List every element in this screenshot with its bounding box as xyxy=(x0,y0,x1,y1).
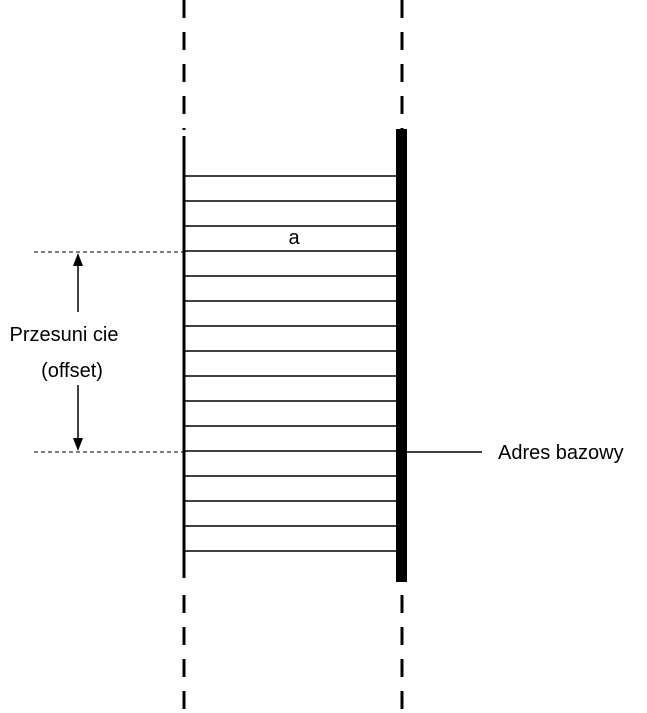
offset-arrow-down-head xyxy=(73,438,83,451)
offset-arrow-up-head xyxy=(73,253,83,266)
memory-cell-lines xyxy=(184,175,398,552)
base-address-label: Adres bazowy xyxy=(498,442,624,464)
offset-label-line2: (offset) xyxy=(41,360,103,382)
offset-label-line1: Przesuni cie xyxy=(10,324,119,346)
right-edge-thick xyxy=(396,129,407,582)
cell-label: a xyxy=(288,227,300,249)
